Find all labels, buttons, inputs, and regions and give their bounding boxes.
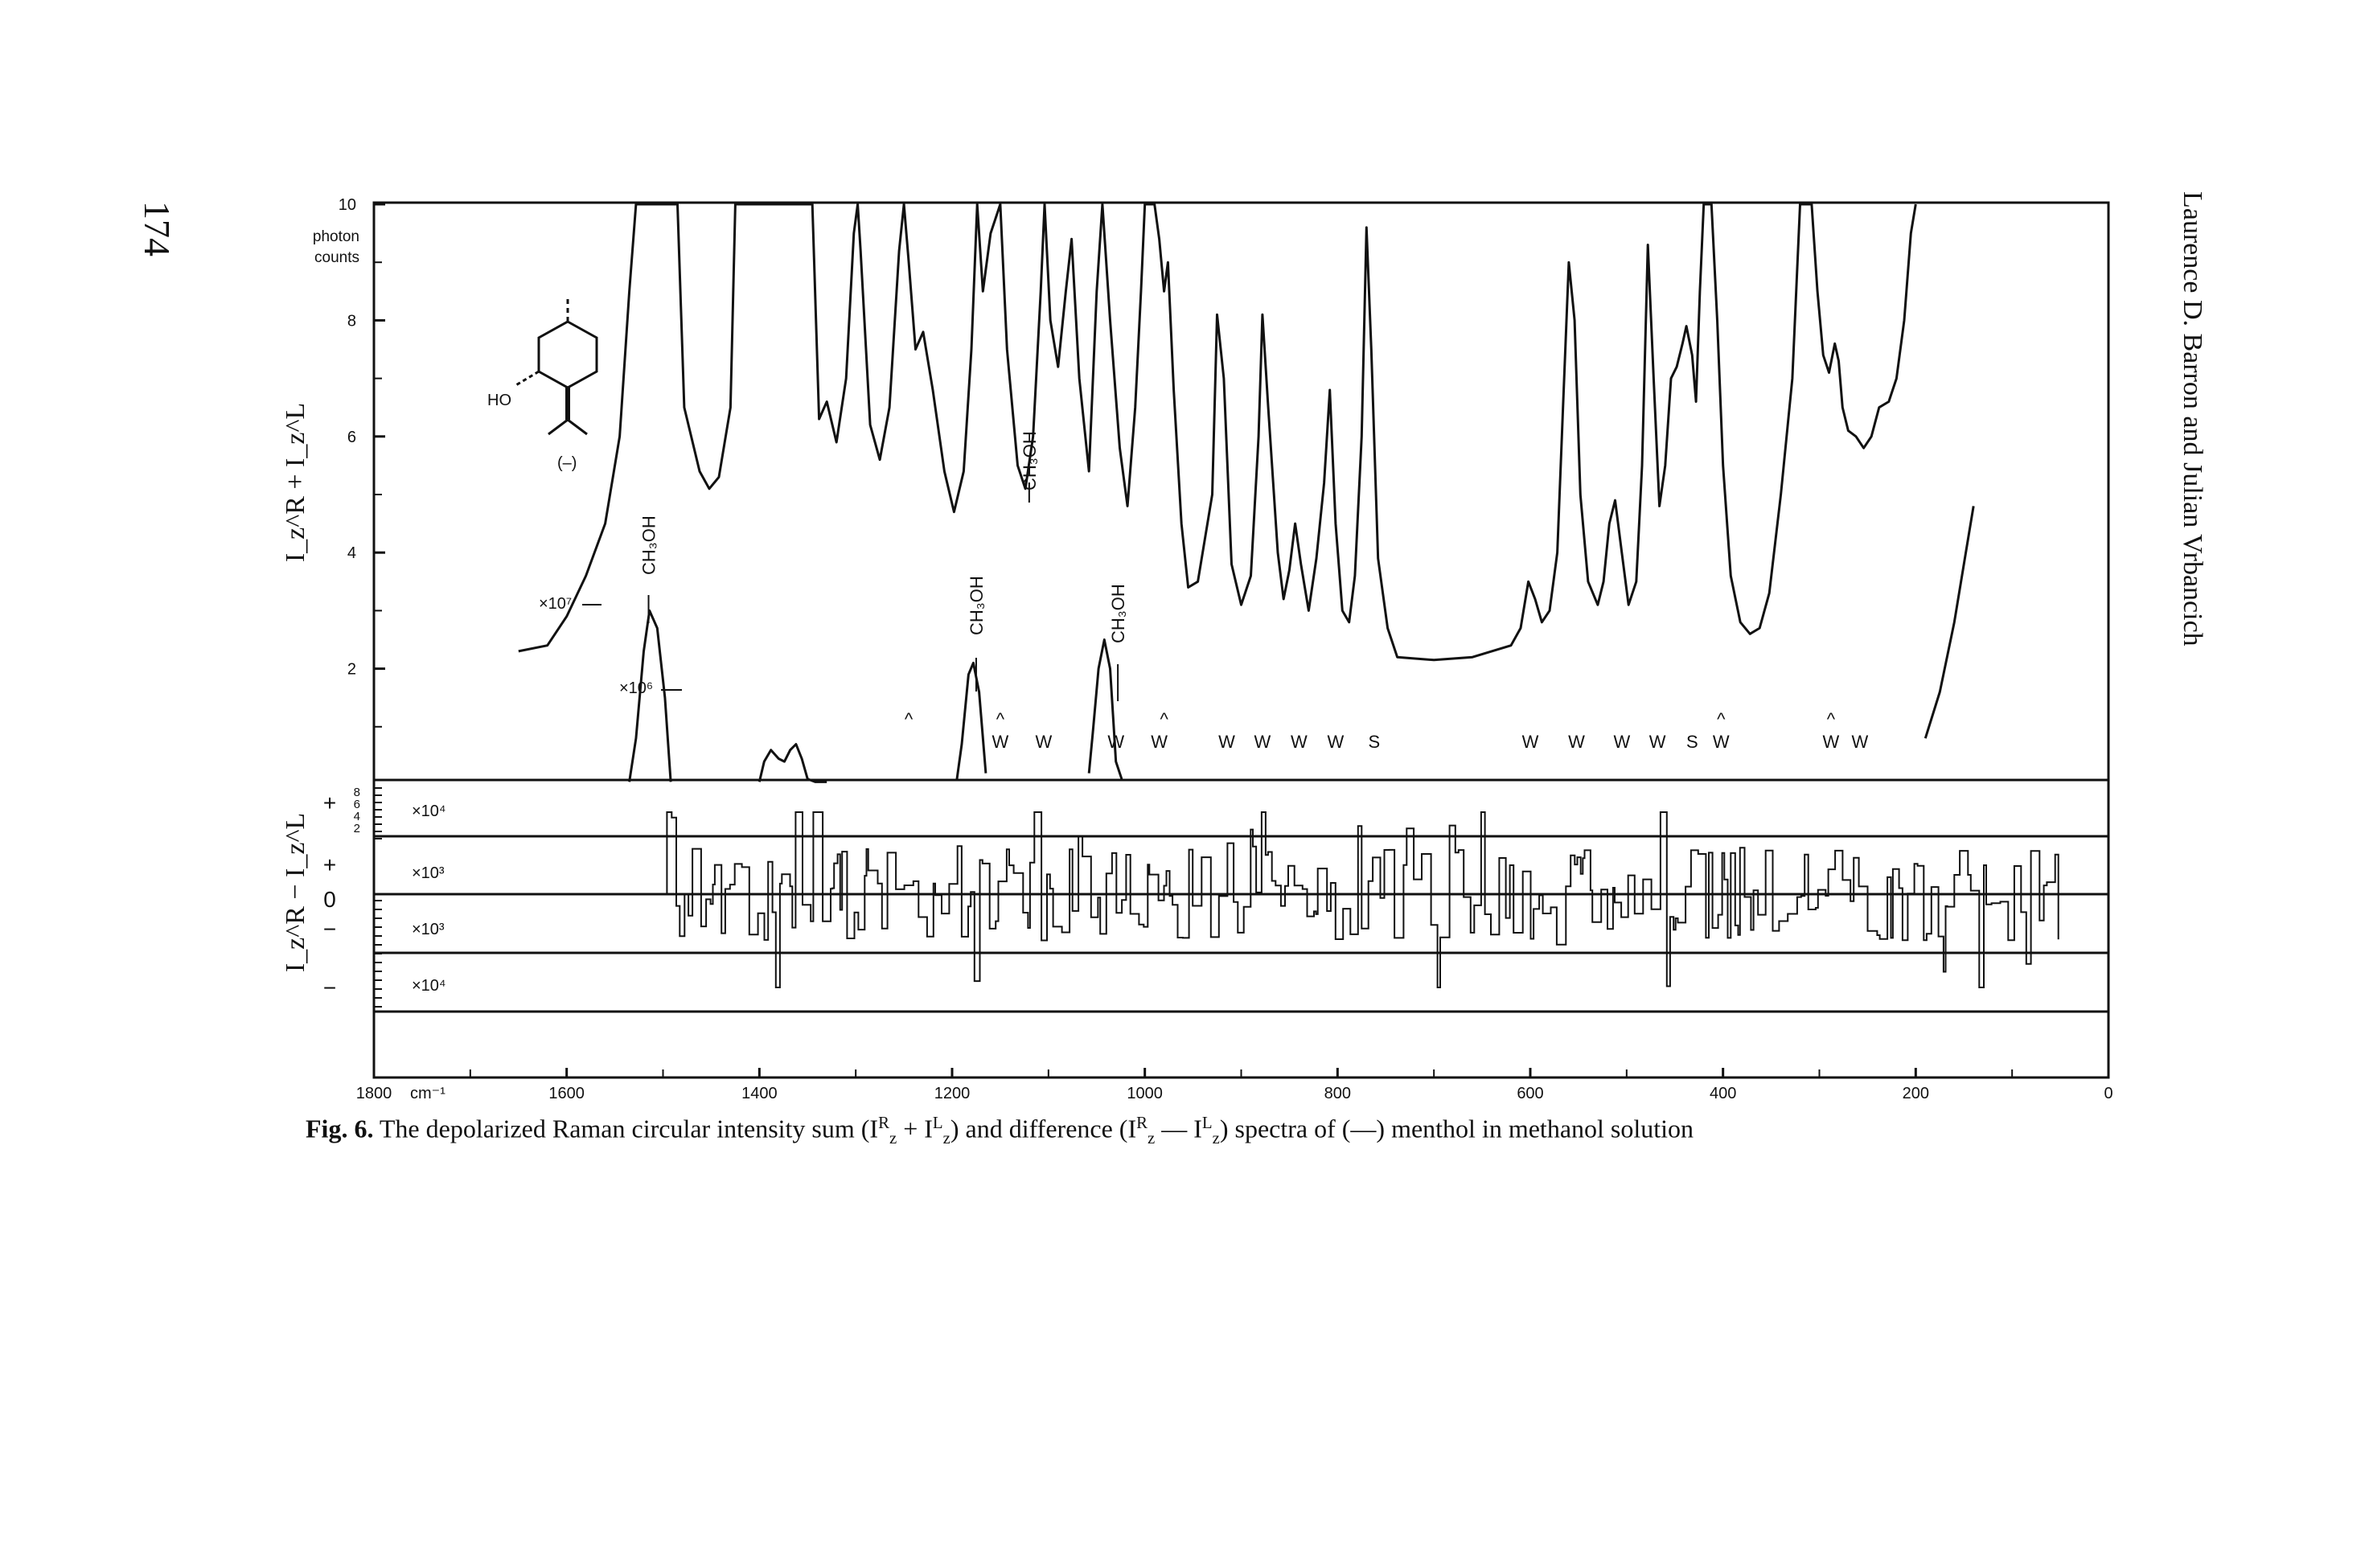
enantiomer-label: (–) bbox=[557, 454, 577, 472]
caret-mark: ^ bbox=[1160, 709, 1168, 729]
diff-small-tick-label: 2 bbox=[354, 822, 360, 835]
diff-sign-label: + bbox=[323, 790, 336, 815]
band-mark-w: W bbox=[992, 732, 1009, 752]
x-tick-label: 1600 bbox=[548, 1085, 585, 1102]
caption-sup-r: R bbox=[878, 1114, 889, 1132]
y-tick-label: 2 bbox=[347, 661, 356, 679]
x-axis: 1800 1600 1400 1200 1000 800 600 400 200 0 cm⁻¹ bbox=[356, 1068, 2113, 1102]
band-mark-w: W bbox=[1328, 732, 1345, 752]
scale-label-1e7: ×10⁷ bbox=[539, 595, 572, 613]
diff-sign-label: − bbox=[323, 917, 336, 942]
y-unit-label: counts bbox=[314, 249, 359, 266]
caption-sub-z: z bbox=[1147, 1129, 1156, 1148]
sum-series-line bbox=[758, 743, 827, 783]
band-mark-w: W bbox=[1254, 732, 1271, 752]
band-mark-w: W bbox=[1107, 732, 1124, 752]
y-axis-label-sum: I_z^R + I_z^L bbox=[281, 403, 310, 562]
band-mark-w: W bbox=[1851, 732, 1868, 752]
y-tick-label: 6 bbox=[347, 429, 356, 446]
diff-sign-label: + bbox=[323, 852, 336, 877]
sum-series-line bbox=[628, 609, 672, 782]
y-tick-label: 8 bbox=[347, 312, 356, 330]
methanol-label: CH₃OH bbox=[639, 515, 659, 575]
caption-sub-z: z bbox=[942, 1129, 950, 1148]
sum-series-line bbox=[1087, 638, 1123, 780]
hydroxyl-label: HO bbox=[487, 392, 511, 409]
caption-text-4: — I bbox=[1155, 1114, 1202, 1143]
diff-scale-label: ×10⁴ bbox=[412, 977, 446, 995]
caption-sub-z: z bbox=[889, 1129, 897, 1148]
x-tick-label: 200 bbox=[1903, 1085, 1929, 1102]
band-mark-w: W bbox=[1291, 732, 1308, 752]
plot-frame bbox=[372, 201, 2110, 1079]
caret-mark: ^ bbox=[1717, 709, 1726, 729]
caption-sub-z: z bbox=[1212, 1129, 1220, 1148]
diff-small-tick-label: 6 bbox=[354, 798, 360, 811]
difference-trace bbox=[658, 811, 2059, 988]
sum-series-line bbox=[1924, 506, 1975, 739]
band-mark-w: W bbox=[1822, 732, 1839, 752]
menthol-structure: HO (–) bbox=[487, 298, 598, 472]
band-mark-w: W bbox=[1649, 732, 1666, 752]
plot-border bbox=[372, 201, 2110, 1079]
band-mark-w: W bbox=[1035, 732, 1052, 752]
diff-small-tick-label: 4 bbox=[354, 810, 360, 823]
scale-label-1e6: ×10⁶ bbox=[619, 679, 653, 697]
y-tick-label: 10 bbox=[339, 196, 356, 214]
caret-mark: ^ bbox=[905, 709, 914, 729]
sum-series-line bbox=[955, 661, 987, 780]
caption-sup-r: R bbox=[1136, 1114, 1148, 1132]
caption-text-2: + I bbox=[897, 1114, 933, 1143]
x-tick-label: 1400 bbox=[741, 1085, 778, 1102]
band-mark-s: S bbox=[1369, 732, 1381, 752]
diff-scale-label: ×10³ bbox=[412, 921, 445, 938]
caption-text-3: ) and difference (I bbox=[950, 1114, 1137, 1143]
methanol-label: CH₃OH bbox=[1020, 431, 1040, 491]
band-mark-w: W bbox=[1522, 732, 1539, 752]
band-mark-w: W bbox=[1713, 732, 1730, 752]
caption-label: Fig. 6. bbox=[306, 1114, 374, 1143]
diff-sign-label: − bbox=[323, 975, 336, 1000]
band-mark-w: W bbox=[1613, 732, 1630, 752]
sum-series-line bbox=[518, 203, 1917, 662]
caret-mark: ^ bbox=[1827, 709, 1836, 729]
caption-text-5: ) spectra of (—) menthol in methanol sol… bbox=[1219, 1114, 1694, 1143]
caret-mark: ^ bbox=[996, 709, 1005, 729]
diff-sign-label: 0 bbox=[323, 887, 336, 912]
x-tick-label: 1800 bbox=[356, 1085, 392, 1102]
caption-sup-l: L bbox=[932, 1114, 943, 1132]
methanol-label: CH₃OH bbox=[1108, 584, 1128, 643]
band-mark-s: S bbox=[1686, 732, 1698, 752]
band-mark-w: W bbox=[1218, 732, 1235, 752]
caption-sup-l: L bbox=[1201, 1114, 1213, 1132]
x-tick-label: 800 bbox=[1324, 1085, 1351, 1102]
band-mark-w: W bbox=[1568, 732, 1585, 752]
diff-scale-label: ×10³ bbox=[412, 864, 445, 882]
y-axis-label-diff: I_z^R − I_z^L bbox=[281, 813, 310, 972]
x-tick-label: 600 bbox=[1517, 1085, 1543, 1102]
diff-scale-label: ×10⁴ bbox=[412, 802, 446, 820]
figure-caption: Fig. 6. The depolarized Raman circular i… bbox=[306, 1114, 1914, 1148]
x-axis-unit: cm⁻¹ bbox=[410, 1085, 445, 1102]
methanol-label: CH₃OH bbox=[967, 576, 987, 635]
caption-text-1: The depolarized Raman circular intensity… bbox=[379, 1114, 879, 1143]
x-tick-label: 1200 bbox=[934, 1085, 971, 1102]
y-unit-label: photon bbox=[313, 228, 359, 245]
band-mark-w: W bbox=[1151, 732, 1168, 752]
x-tick-label: 0 bbox=[2104, 1085, 2112, 1102]
x-tick-label: 1000 bbox=[1127, 1085, 1163, 1102]
diff-small-tick-label: 8 bbox=[354, 786, 360, 799]
y-tick-label: 4 bbox=[347, 544, 356, 562]
x-tick-label: 400 bbox=[1710, 1085, 1736, 1102]
